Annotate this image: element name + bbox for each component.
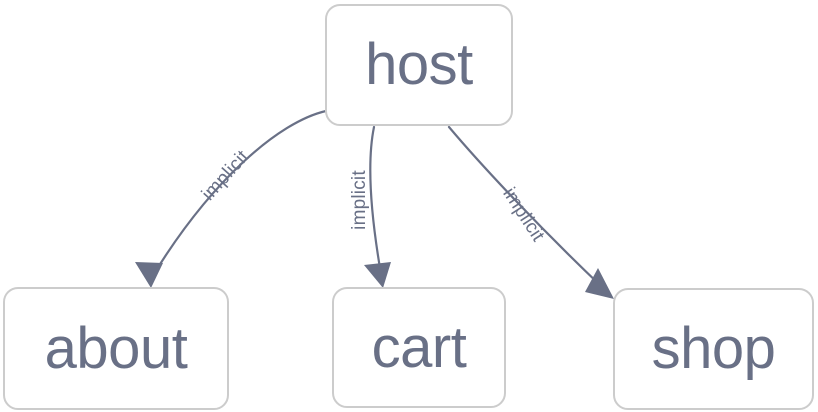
graph-node-host[interactable]: host [325,4,513,126]
edge-host-cart[interactable]: implicit [349,125,391,288]
graph-node-shop-label: shop [651,316,776,381]
graph-node-about[interactable]: about [3,287,229,410]
graph-node-cart-label: cart [371,314,467,380]
edge-label-host-about: implicit [198,146,254,205]
edge-label-host-cart: implicit [349,170,370,230]
edge-label-host-shop: implicit [498,184,548,246]
graph-node-cart[interactable]: cart [332,287,506,408]
graph-node-shop[interactable]: shop [613,288,814,410]
edge-host-about-arrowhead [135,262,163,288]
edge-host-cart-arrowhead [364,262,391,288]
edge-host-shop-arrowhead [585,268,614,299]
graph-node-about-label: about [44,315,188,381]
edge-host-shop-path [447,125,604,289]
edge-host-about-path [150,109,328,279]
graph-node-host-label: host [365,32,473,97]
edge-host-about[interactable]: implicit [135,109,328,288]
edge-host-cart-path [369,125,383,276]
edge-host-shop[interactable]: implicit [447,125,614,299]
